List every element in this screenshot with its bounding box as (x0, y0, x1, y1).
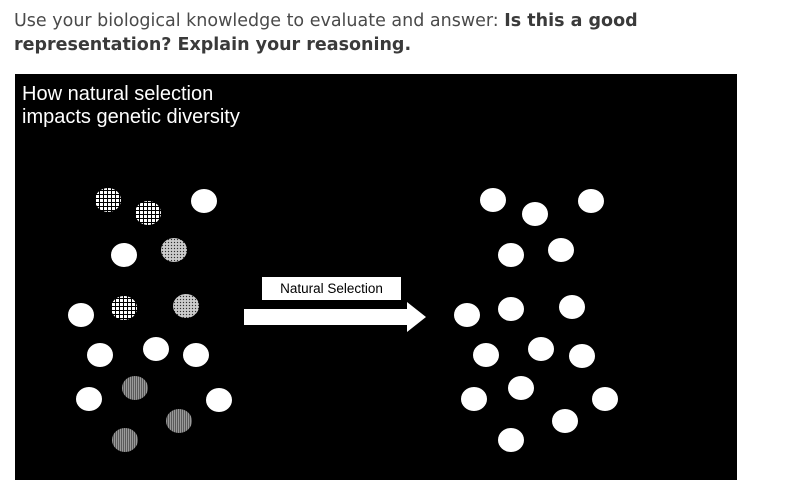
white-dot (569, 344, 595, 368)
cross-hatched-dot (95, 188, 121, 212)
question-text: Use your biological knowledge to evaluat… (14, 9, 714, 57)
white-dot (76, 387, 102, 411)
white-dot (508, 376, 534, 400)
white-dot (552, 409, 578, 433)
white-dot (454, 303, 480, 327)
white-dot (143, 337, 169, 361)
white-dot (559, 295, 585, 319)
white-dot (87, 343, 113, 367)
white-dot (498, 243, 524, 267)
stippled-dot (161, 238, 187, 262)
white-dot (473, 343, 499, 367)
after-population (454, 188, 618, 452)
white-dot (461, 387, 487, 411)
white-dot (111, 243, 137, 267)
white-dot (498, 297, 524, 321)
white-dot (480, 188, 506, 212)
natural-selection-label: Natural Selection (262, 277, 401, 300)
white-dot (548, 238, 574, 262)
right-arrow-icon (244, 302, 426, 332)
striped-dot (122, 376, 148, 400)
cross-hatched-dot (135, 201, 161, 225)
natural-selection-figure: How natural selection impacts genetic di… (15, 74, 737, 480)
white-dot (68, 303, 94, 327)
figure-title: How natural selection impacts genetic di… (22, 83, 240, 128)
white-dot (498, 428, 524, 452)
striped-dot (166, 409, 192, 433)
white-dot (191, 189, 217, 213)
population-diagram (68, 188, 618, 452)
stippled-dot (173, 294, 199, 318)
white-dot (206, 388, 232, 412)
striped-dot (112, 428, 138, 452)
question-prompt: Is this a good representation? Explain y… (14, 11, 638, 55)
before-population (68, 188, 232, 452)
white-dot (578, 189, 604, 213)
cross-hatched-dot (111, 296, 137, 320)
white-dot (528, 337, 554, 361)
white-dot (522, 202, 548, 226)
question-intro: Use your biological knowledge to evaluat… (14, 11, 505, 31)
white-dot (592, 387, 618, 411)
white-dot (183, 343, 209, 367)
